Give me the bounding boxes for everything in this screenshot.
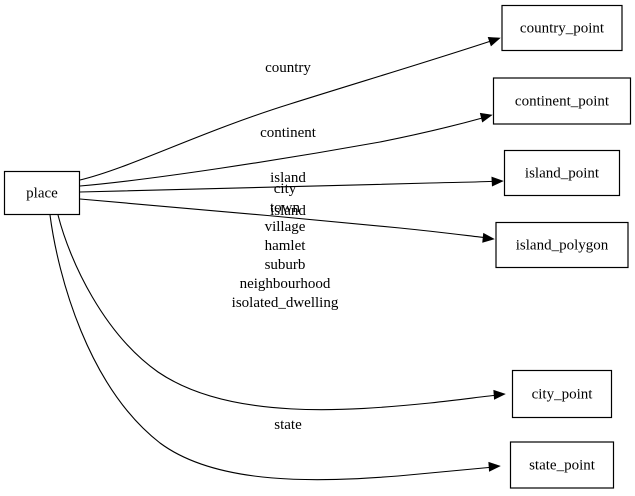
node-city_point-box bbox=[511, 369, 613, 419]
node-place-box bbox=[3, 170, 81, 216]
edge-label-state_point: state bbox=[274, 417, 302, 433]
edge-label-line-neighbourhood: neighbourhood bbox=[240, 276, 331, 292]
edge-line bbox=[79, 198, 489, 239]
edge-line bbox=[57, 214, 500, 411]
node-island_point[interactable]: island_point bbox=[503, 149, 621, 197]
edge-place-to-state_point[interactable]: state bbox=[49, 214, 501, 481]
edge-place-to-country_point[interactable]: country bbox=[79, 34, 501, 181]
edge-label-line-town: town bbox=[270, 200, 301, 216]
edge-place-to-island_point[interactable]: island bbox=[79, 170, 504, 193]
arrowhead-icon bbox=[493, 389, 506, 400]
edge-label-line-isolated_dwelling: isolated_dwelling bbox=[232, 295, 339, 311]
node-island_polygon-label: island_polygon bbox=[516, 237, 609, 253]
arrowhead-icon bbox=[491, 176, 504, 187]
arrowhead-icon bbox=[487, 37, 501, 47]
edge-place-to-island_polygon[interactable]: island bbox=[79, 198, 495, 243]
edge-label-line-hamlet: hamlet bbox=[265, 238, 307, 254]
arrowhead-icon bbox=[482, 232, 495, 243]
edge-place-to-city_point[interactable]: city town village hamlet suburb neighbourhood… bbox=[57, 181, 506, 411]
node-place[interactable]: place bbox=[3, 170, 81, 216]
node-state_point-label: state_point bbox=[529, 457, 596, 473]
edge-line bbox=[79, 39, 495, 181]
edge-label-city_point: city town village hamlet suburb neighbourhood… bbox=[232, 181, 339, 311]
edge-label-continent_point: continent bbox=[260, 125, 317, 141]
edge-label-country_point: country bbox=[265, 60, 311, 76]
node-state_point[interactable]: state_point bbox=[509, 441, 615, 489]
node-city_point[interactable]: city_point bbox=[511, 369, 613, 419]
edge-line bbox=[79, 116, 487, 187]
arrowhead-icon bbox=[488, 461, 501, 472]
edge-label-line-city: city bbox=[274, 181, 297, 197]
node-country_point[interactable]: country_point bbox=[501, 4, 623, 52]
edge-label-island_point: island bbox=[270, 170, 306, 186]
node-continent_point-box bbox=[492, 77, 632, 125]
node-island_point-label: island_point bbox=[525, 165, 600, 181]
edge-label-line-country: country bbox=[265, 60, 311, 76]
node-island_polygon[interactable]: island_polygon bbox=[495, 221, 629, 269]
node-continent_point-label: continent_point bbox=[515, 93, 610, 109]
arrowhead-icon bbox=[479, 112, 493, 123]
edge-label-line-state: state bbox=[274, 417, 302, 433]
edge-label-line-island: island bbox=[270, 203, 306, 219]
node-continent_point[interactable]: continent_point bbox=[492, 77, 632, 125]
edge-line bbox=[79, 180, 498, 193]
edge-place-to-continent_point[interactable]: continent bbox=[79, 111, 493, 187]
nodes-layer: place country_point continent_point island_… bbox=[3, 4, 632, 489]
edge-line bbox=[49, 214, 495, 481]
edge-label-line-suburb: suburb bbox=[265, 257, 306, 273]
node-island_point-box bbox=[503, 149, 621, 197]
node-state_point-box bbox=[509, 441, 615, 489]
edge-label-island_polygon: island bbox=[270, 203, 306, 219]
edge-label-line-continent: continent bbox=[260, 125, 317, 141]
edge-label-line-village: village bbox=[265, 219, 306, 235]
node-place-label: place bbox=[26, 185, 58, 201]
edge-label-line-island: island bbox=[270, 170, 306, 186]
node-city_point-label: city_point bbox=[532, 386, 594, 402]
node-island_polygon-box bbox=[495, 221, 629, 269]
node-country_point-box bbox=[501, 4, 623, 52]
node-country_point-label: country_point bbox=[520, 20, 605, 36]
